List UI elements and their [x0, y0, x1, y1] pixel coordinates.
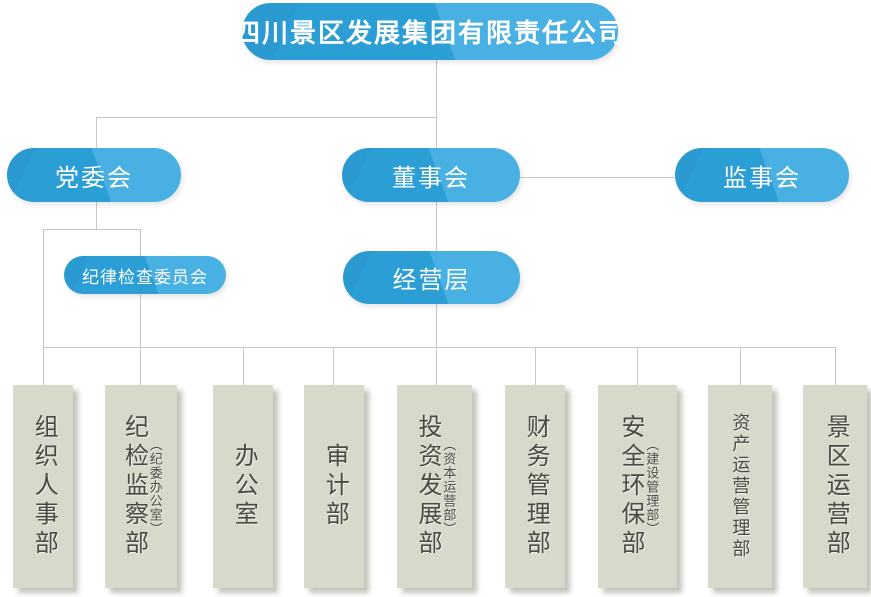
dept-paren-label: （资本运营部）	[441, 437, 457, 536]
dept-financial-management: 财务管理部	[505, 385, 565, 588]
dept-label: 财务管理部	[522, 414, 550, 559]
root-company-node: 四川景区发展集团有限责任公司	[234, 3, 624, 60]
connector-board-to-supervisory	[520, 177, 675, 178]
dept-organization-personnel: 组织人事部	[13, 385, 73, 588]
connector-branch-left-drop	[43, 229, 44, 385]
supervisory-board-node: 监事会	[675, 148, 849, 202]
connector-stub-asset	[740, 347, 741, 385]
dept-audit: 审计部	[304, 385, 364, 588]
dept-label: 组织人事部	[30, 414, 58, 559]
connector-distribution-line	[43, 347, 836, 348]
connector-management-drop	[436, 304, 437, 385]
connector-level2-horizontal	[96, 117, 437, 118]
connector-branch-discipline-drop	[140, 229, 141, 385]
dept-label: 办公室	[230, 443, 258, 530]
dept-label: 资产运营管理部	[730, 413, 751, 560]
dept-general-office: 办公室	[213, 385, 273, 588]
dept-investment-development: 投资发展部 （资本运营部）	[397, 385, 472, 588]
dept-paren-label: （建设管理部）	[644, 437, 660, 536]
dept-asset-operations-management: 资产运营管理部	[708, 385, 772, 588]
connector-stub-safety	[637, 347, 638, 385]
connector-party-down	[96, 202, 97, 229]
dept-discipline-inspection-supervision: 纪检监察部 （纪委办公室）	[105, 385, 177, 588]
connector-board-to-management	[436, 202, 437, 251]
dept-label: 审计部	[321, 443, 349, 530]
connector-stub-office	[243, 347, 244, 385]
management-level-node: 经营层	[343, 251, 520, 304]
dept-label: 景区运营部	[822, 414, 850, 559]
connector-stub-finance	[535, 347, 536, 385]
dept-scenic-area-operations: 景区运营部	[803, 385, 867, 588]
dept-safety-environmental: 安全环保部 （建设管理部）	[598, 385, 677, 588]
discipline-inspection-committee-node: 纪律检查委员会	[64, 256, 226, 294]
dept-paren-label: （纪委办公室）	[147, 437, 163, 536]
dept-label: 安全环保部	[617, 414, 645, 559]
party-committee-node: 党委会	[7, 148, 181, 202]
connector-stub-scenic	[835, 347, 836, 385]
board-of-directors-node: 董事会	[342, 148, 520, 202]
connector-drop-to-party	[96, 117, 97, 148]
connector-root-to-board	[436, 60, 437, 148]
dept-label: 投资发展部	[414, 414, 442, 559]
dept-label: 纪检监察部	[120, 414, 148, 559]
connector-party-branch-horizontal	[43, 229, 141, 230]
connector-stub-audit	[333, 347, 334, 385]
